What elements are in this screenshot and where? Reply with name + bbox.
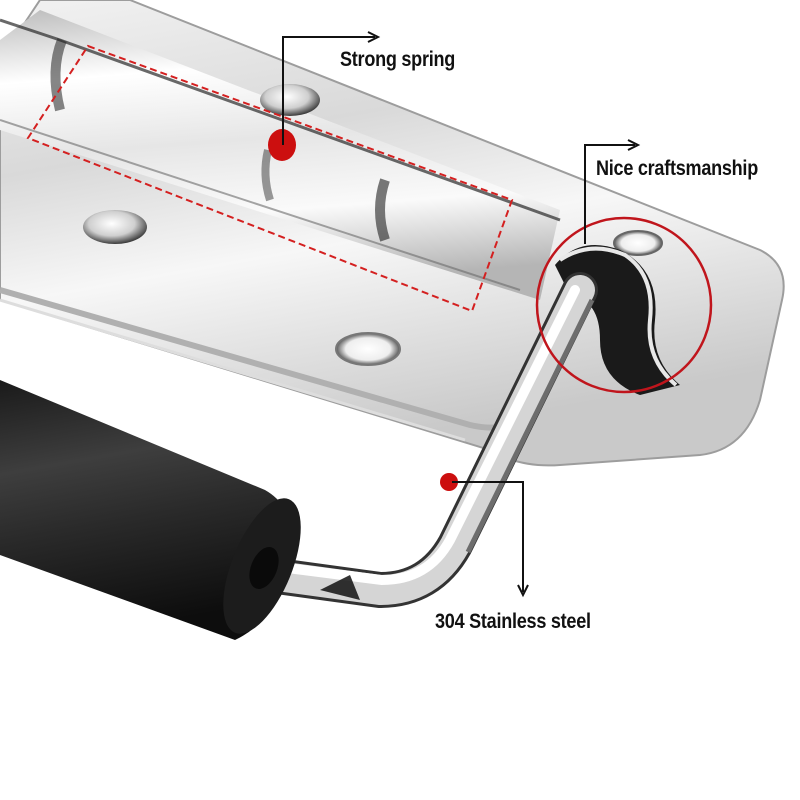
callout-line <box>282 36 375 145</box>
arrow-right-icon <box>367 31 381 43</box>
callout-line <box>584 144 635 244</box>
mounting-hole <box>335 332 401 366</box>
red-circle-marker <box>535 216 713 394</box>
arrow-right-icon <box>627 139 641 151</box>
rivet <box>83 210 147 244</box>
mounting-hole <box>613 230 663 256</box>
label-strong-spring: Strong spring <box>340 48 456 71</box>
rivet <box>260 84 320 116</box>
annotation-nice-craftsmanship <box>535 139 713 394</box>
steel-handle-rod <box>252 272 598 608</box>
arrow-down-icon <box>517 584 529 598</box>
label-304-stainless-steel: 304 Stainless steel <box>435 610 591 633</box>
callout-line <box>452 481 524 592</box>
label-nice-craftsmanship: Nice craftsmanship <box>596 157 758 180</box>
red-dot-marker <box>440 473 458 491</box>
annotation-stainless-steel <box>440 473 529 598</box>
rubber-grip <box>0 380 301 640</box>
annotation-strong-spring <box>26 31 514 313</box>
highlight-dashed-rectangle <box>26 44 514 313</box>
